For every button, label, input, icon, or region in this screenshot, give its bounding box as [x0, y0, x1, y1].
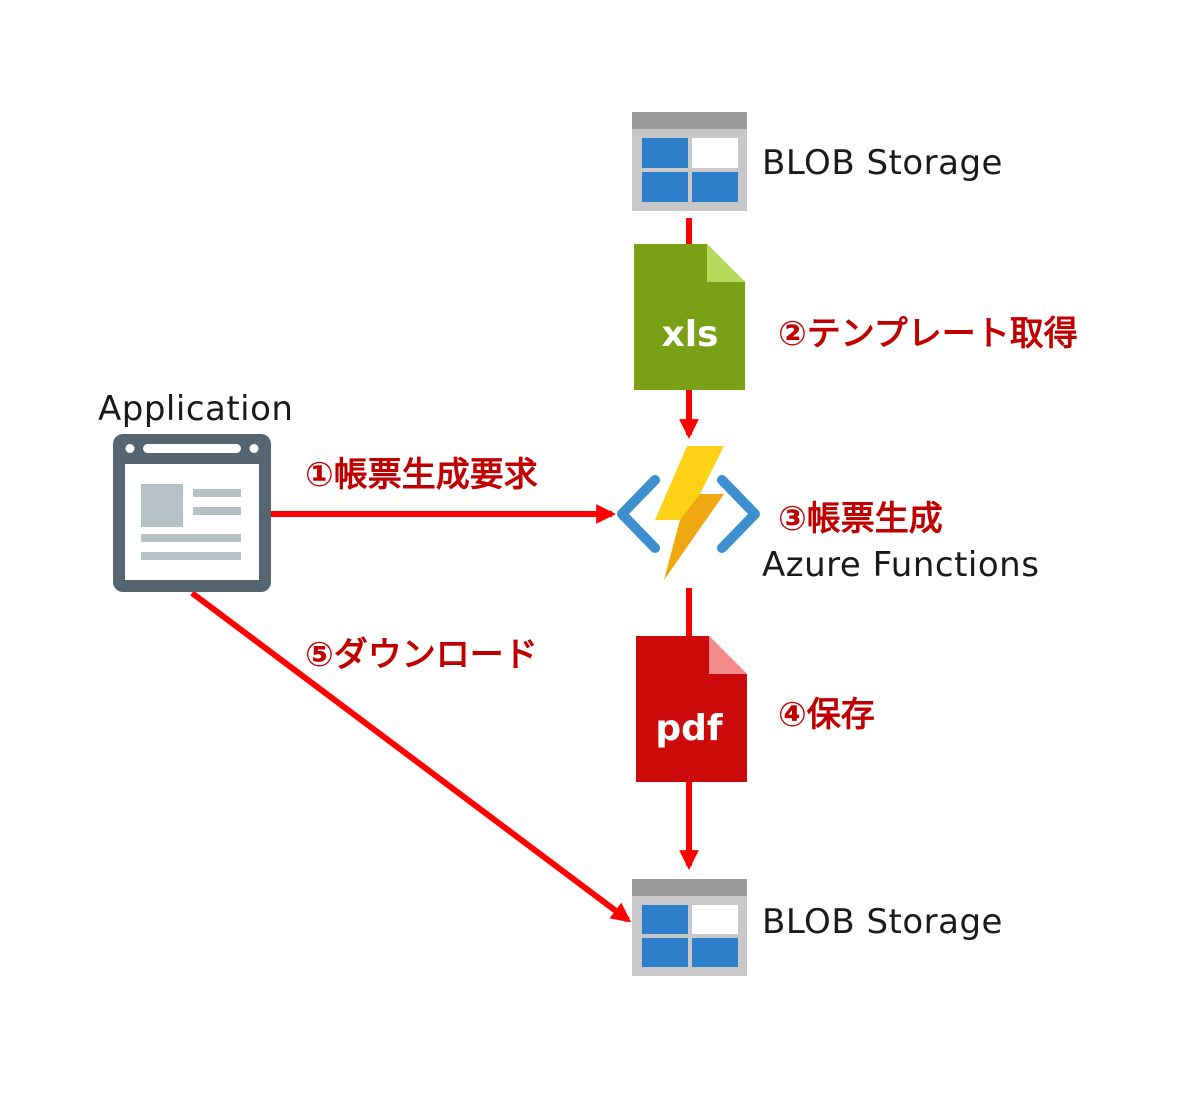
step-2-label: ②テンプレート取得 [778, 314, 1078, 354]
blob-storage-bottom-label: BLOB Storage [762, 902, 1003, 942]
right-bracket-icon [717, 475, 760, 553]
left-bracket-icon [617, 475, 660, 553]
application-window-icon [113, 434, 271, 592]
pdf-file-icon: pdf [636, 636, 747, 782]
pdf-file-label: pdf [655, 708, 723, 749]
azure-functions-label: Azure Functions [762, 545, 1040, 585]
arrow-application-to-blob-download [190, 590, 632, 923]
xls-file-icon: xls [634, 244, 745, 390]
azure-functions-icon [617, 446, 760, 580]
step-1-label: ①帳票生成要求 [305, 455, 538, 495]
application-label: Application [98, 389, 294, 429]
step-4-label: ④保存 [778, 695, 875, 735]
blob-storage-top-label: BLOB Storage [762, 143, 1003, 183]
xls-file-label: xls [662, 314, 719, 355]
blob-storage-icon [632, 879, 747, 976]
step-3-label: ③帳票生成 [778, 499, 943, 539]
blob-storage-icon [632, 112, 747, 211]
step-5-label: ⑤ダウンロード [305, 635, 538, 675]
arrows [190, 218, 699, 923]
